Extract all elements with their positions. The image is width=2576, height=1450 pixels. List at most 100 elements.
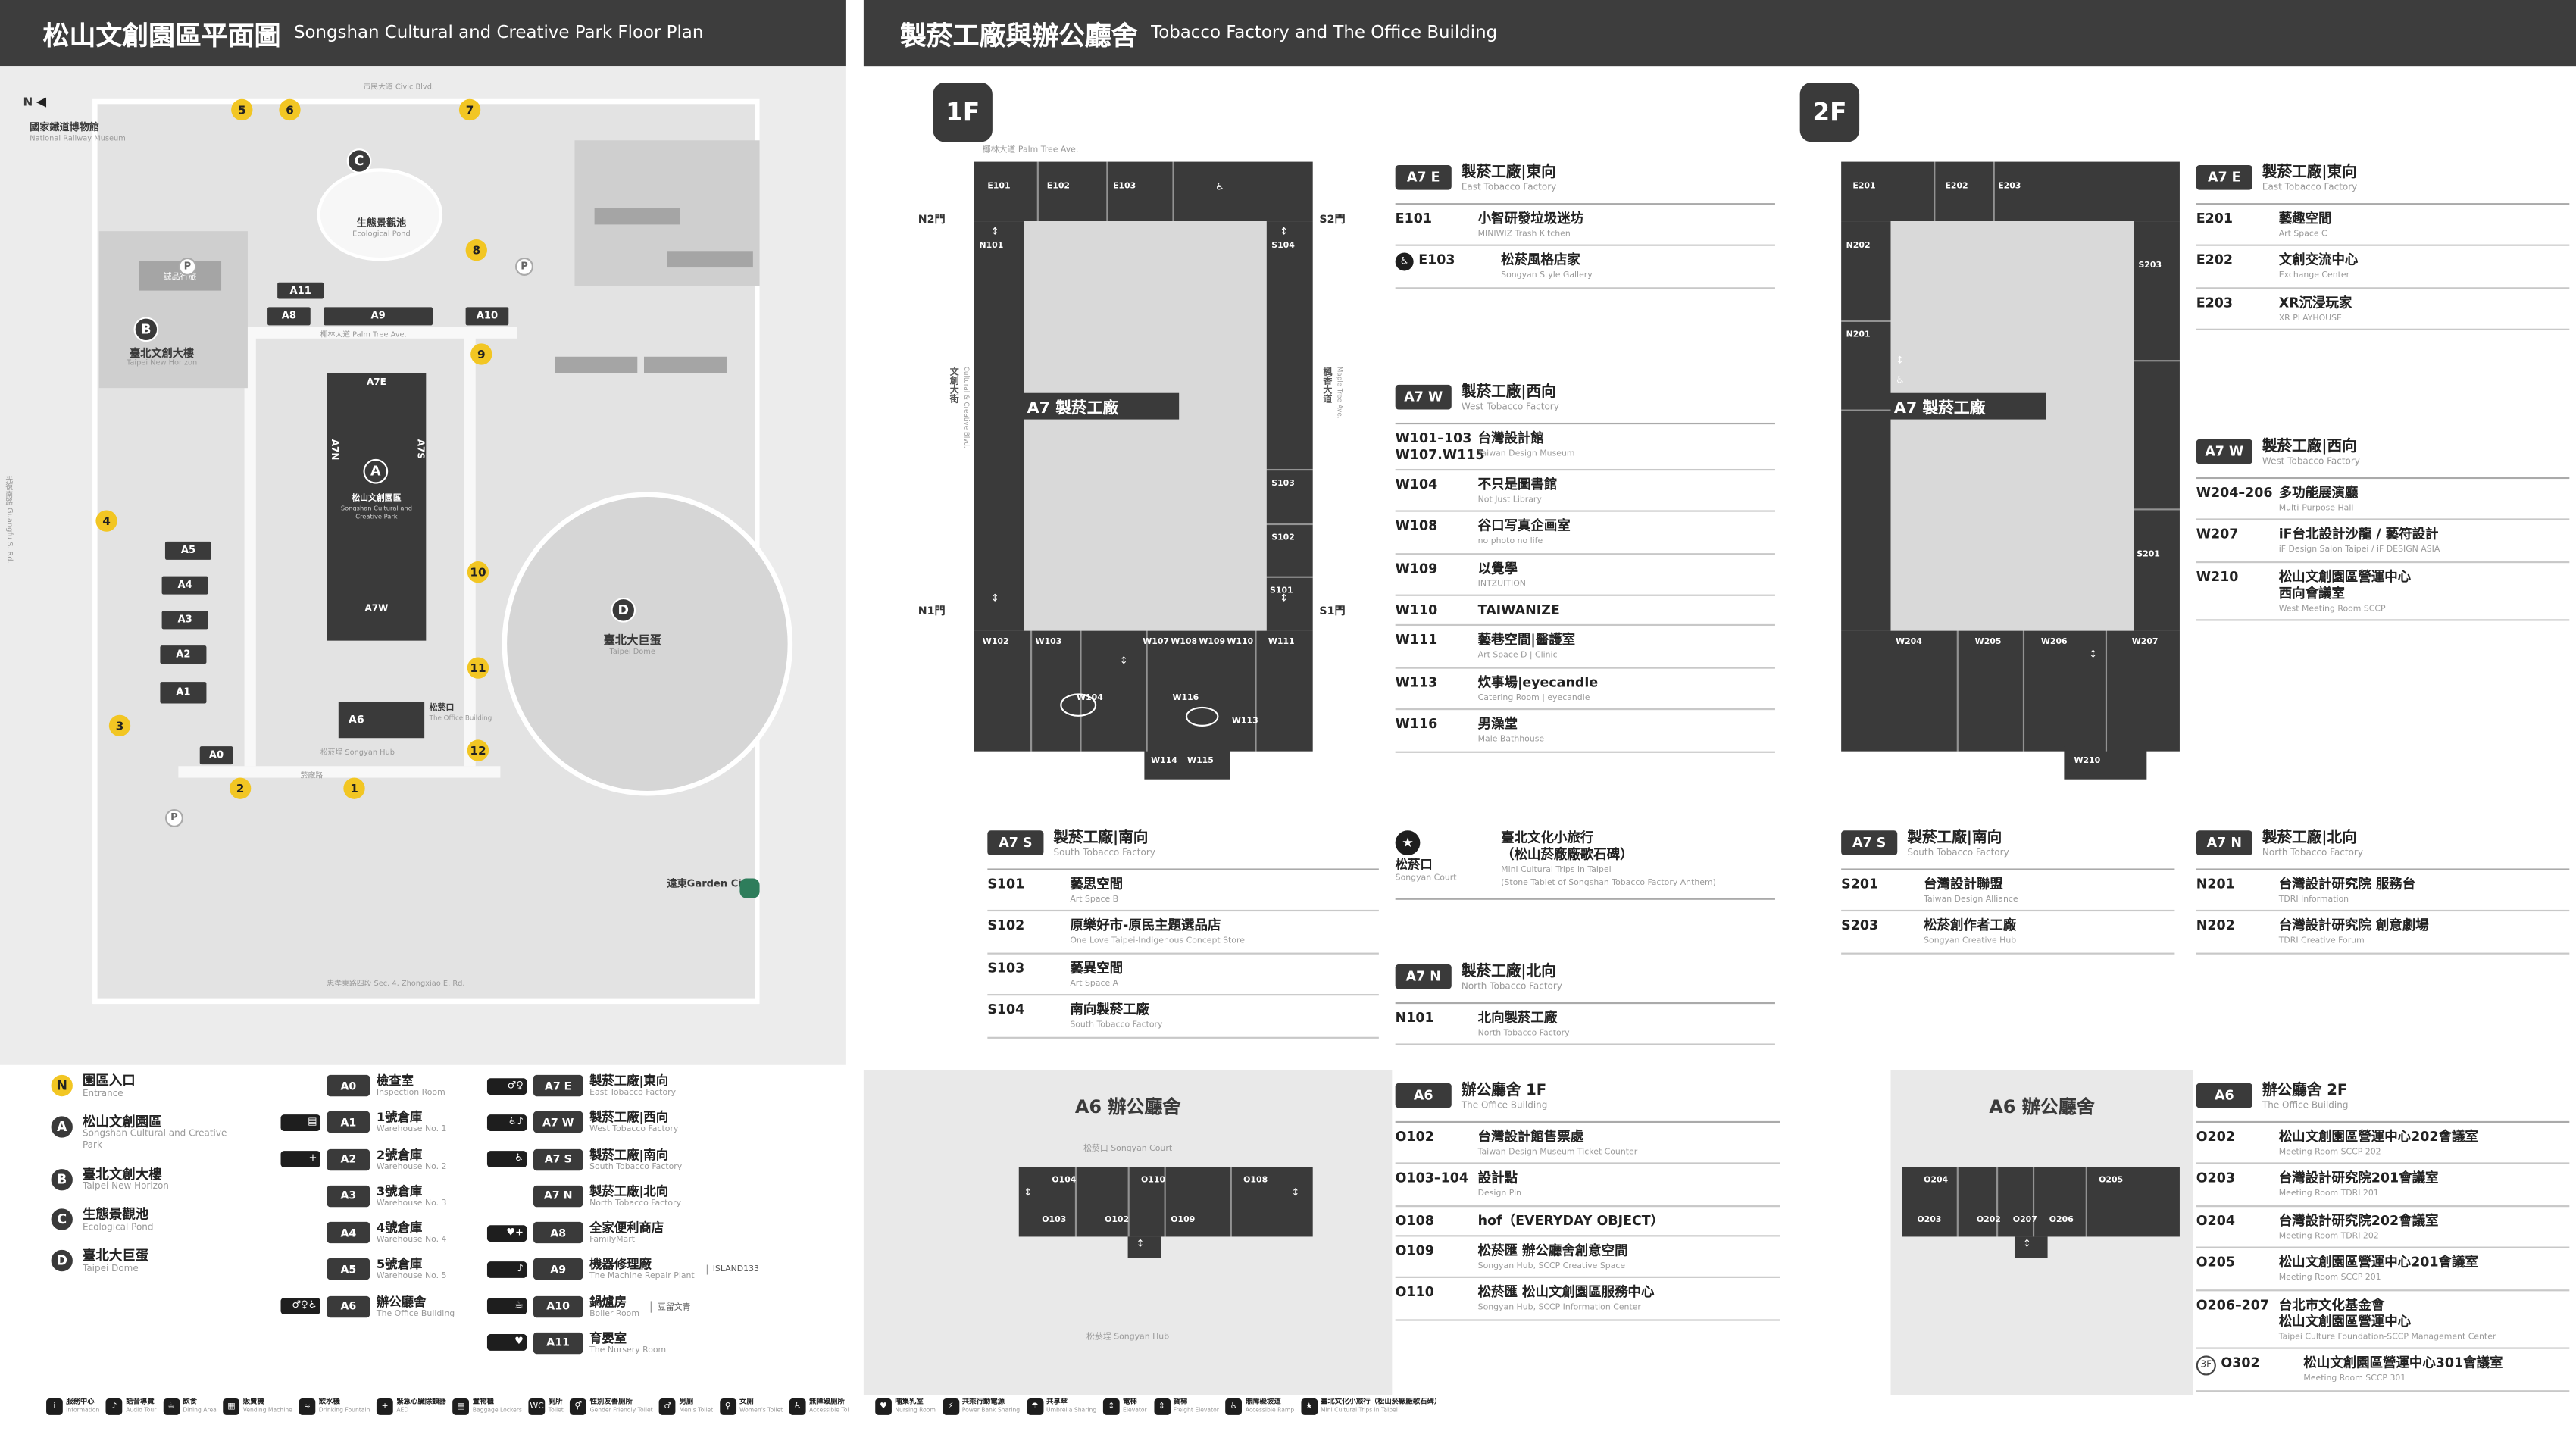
south-annex (2064, 746, 2147, 780)
palm-ave-label: 椰林大道 Palm Tree Ave. (982, 145, 1079, 155)
room-label: W115 (1187, 756, 1214, 767)
entrance-marker: 5 (231, 98, 253, 121)
floorplan-1f: 巴洛克花園 Baroque Garden A7 製菸工廠 E101E102E10… (974, 161, 1313, 785)
a6-title: A6 辦公廳舍 (1074, 1096, 1181, 1118)
office-building-plan-1f: A6 辦公廳舍 松菸口 Songyan Court 松菸埕 Songyan Hu… (863, 1070, 1393, 1395)
railway-museum-label: 國家鐵道博物館 National Railway Museum (30, 122, 126, 143)
section-title-en: Tobacco Factory and The Office Building (1151, 23, 1498, 43)
directory-item: O108 hof（EVERYDAY OBJECT） (1395, 1207, 1780, 1237)
map-building-block (594, 208, 680, 225)
plan-icon: ↕ (1280, 592, 1289, 605)
elevator-stub (2014, 1236, 2048, 1258)
room-label: E202 (1945, 181, 1968, 192)
section-badge: A6 (1395, 1083, 1452, 1108)
taipei-dome-shape (502, 492, 793, 796)
room-label: W205 (1974, 637, 2002, 648)
road-label-zhongxiao: 忠孝東路四段 Sec. 4, Zhongxiao E. Rd. (327, 980, 465, 989)
entrance-marker: 8 (465, 239, 487, 261)
marker-c: C (346, 148, 372, 173)
tenant-brand: 豆留文青 (651, 1300, 691, 1312)
section-badge: A7 W (1395, 384, 1452, 410)
south-wing (974, 630, 1313, 752)
section-badge: A7 W (2196, 439, 2252, 464)
building-badge: A10 (533, 1295, 583, 1317)
plan-icon: ↕ (2089, 648, 2098, 661)
room-label: W107 (1143, 637, 1169, 648)
room-label: E203 (1998, 181, 2021, 192)
room-label: W116 (1172, 693, 1199, 704)
entrance-marker: 4 (95, 510, 117, 532)
map-a7w-label: A7W (364, 604, 389, 614)
room-label: S103 (1271, 479, 1295, 489)
facility-icon: ♥ (875, 1398, 892, 1415)
map-building-label: A8 (267, 307, 311, 326)
gate-label-n1: N1門 (918, 604, 946, 618)
floor-badge: 3F (2196, 1356, 2216, 1377)
building-badge: A9 (533, 1258, 583, 1280)
page-title-en: Songshan Cultural and Creative Park Floo… (293, 23, 704, 43)
facility-icon: ▤ (280, 1114, 320, 1131)
plan-icon: ↕ (2022, 1238, 2031, 1250)
south-annex (1144, 746, 1230, 780)
room-label: O203 (1917, 1215, 1942, 1226)
facility-icon: ♂♀ (486, 1077, 527, 1095)
facility-icon: ♥ (486, 1334, 527, 1352)
songyan-court-info: ★ 松菸口 Songyan Court 臺北文化小旅行 （松山菸廠廠歌石碑） M… (1395, 830, 1775, 900)
facility-icon: ♿♪ (486, 1114, 527, 1131)
marker-a: A (363, 458, 389, 484)
parking-icon: P (178, 258, 197, 276)
entrance-marker: 3 (108, 714, 131, 737)
building-badge: A5 (327, 1258, 370, 1280)
park-map: N 國家鐵道博物館 National Railway Museum 市民大道 C… (0, 66, 846, 1065)
facility-icon: ▤ (452, 1398, 470, 1415)
room-label: W111 (1268, 637, 1295, 648)
facility-icon: ☕ (486, 1298, 527, 1315)
building-badge: A2 (327, 1148, 370, 1170)
room-label: W207 (2131, 637, 2159, 648)
facility-icon: ♂ (659, 1398, 677, 1415)
room-label: O103 (1042, 1215, 1067, 1226)
facility-icon: ⇕ (1153, 1398, 1171, 1415)
legend-marker-icon: A (49, 1114, 75, 1139)
map-a7n-label: A7N (328, 439, 339, 461)
section-badge: A7 E (1395, 164, 1452, 190)
compass-arrow-icon (36, 98, 46, 108)
room-label: S101 (1270, 586, 1293, 596)
building-name-label: A7 製菸工廠 (1020, 392, 1180, 420)
metro-icon (739, 878, 760, 898)
